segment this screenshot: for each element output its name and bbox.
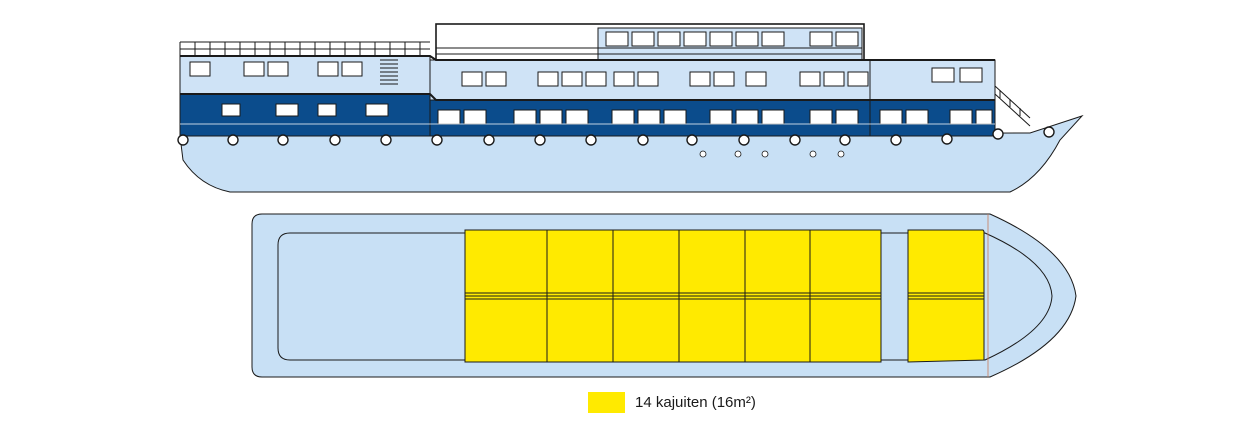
cabin: [464, 229, 548, 297]
ship-plan-view: [251, 213, 1077, 378]
upper-windows: [189, 31, 983, 87]
railing-top-aft: [179, 41, 430, 56]
legend: 14 kajuiten (16m²): [588, 391, 756, 413]
railing-fwd: [994, 85, 1031, 127]
legend-label: 14 kajuiten (16m²): [635, 393, 756, 411]
lower-deck-aft: [179, 93, 431, 137]
cabin: [809, 229, 882, 297]
cabin: [612, 229, 680, 297]
cabin: [744, 229, 811, 297]
cabin: [464, 295, 548, 363]
legend-swatch-cabin: [588, 391, 625, 413]
deck-edge-lines: [180, 55, 995, 101]
stairs: [380, 59, 398, 85]
cabin: [612, 295, 680, 363]
cabin: [809, 295, 882, 363]
ship-side-view: [177, 23, 1084, 193]
cabin: [546, 229, 614, 297]
railing-top-mid: [436, 47, 862, 55]
cabin: [678, 295, 746, 363]
cabin: [678, 229, 746, 297]
portholes: [699, 150, 845, 158]
cabin: [907, 295, 985, 363]
fender-tires: [177, 126, 1055, 146]
upper-deck-aft: [179, 55, 431, 95]
cabins: [464, 229, 985, 363]
cabin: [546, 295, 614, 363]
corridor-lines: [465, 292, 984, 300]
cabin: [907, 229, 985, 297]
cabin: [744, 295, 811, 363]
lower-windows: [221, 103, 993, 125]
